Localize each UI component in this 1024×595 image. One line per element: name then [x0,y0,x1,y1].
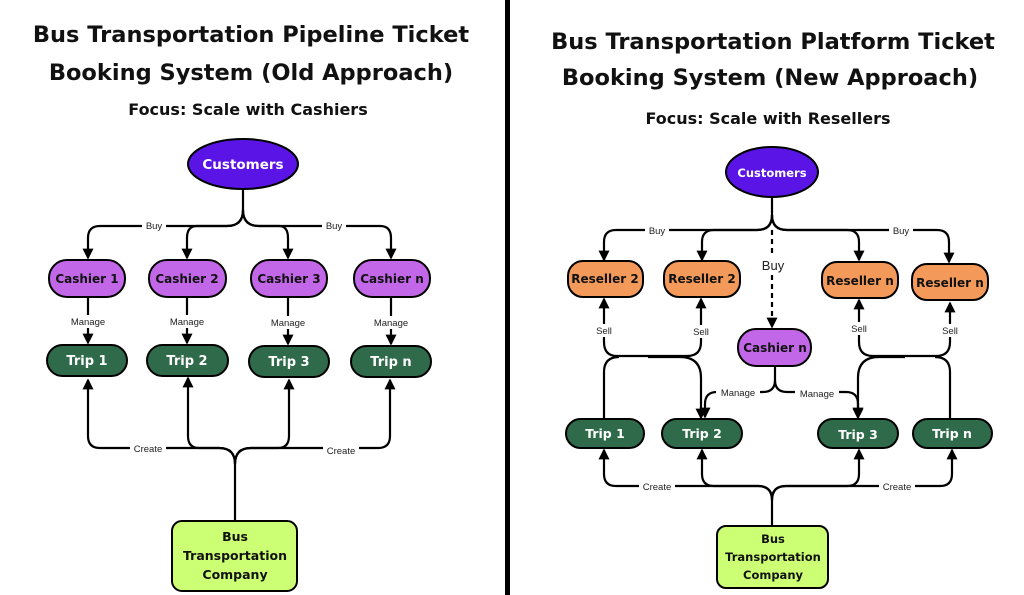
right-edge-label-buy-1: Buy [649,226,666,237]
right-trip-label-2: Trip 2 [682,426,722,441]
right-edge-label-buy-cashier: Buy [762,258,785,273]
right-edge-label-create-1: Create [643,482,672,493]
left-trip-label-4: Trip n [370,355,411,370]
left-diagram: Bus Transportation Pipeline Ticket Booki… [33,22,469,592]
left-cashier-label-1: Cashier 1 [55,272,118,286]
right-customers-label: Customers [737,166,806,180]
left-cashier-label-3: Cashier 3 [257,272,320,286]
right-reseller-node-2 [663,260,741,298]
right-reseller-node-4 [911,263,989,301]
right-customers-node [725,146,819,198]
right-company-node [716,525,829,589]
left-customers-node [187,138,299,190]
right-reseller-node-3 [821,261,899,299]
center-divider [505,0,510,595]
left-company-node [171,520,298,592]
right-company-label-1: Bus [761,532,785,546]
left-trip-label-2: Trip 2 [166,354,207,369]
right-trip-node-2 [661,418,743,449]
right-trip-node-1 [565,418,645,449]
left-title-line2: Booking System (Old Approach) [49,60,453,86]
right-edge-label-sell-4: Sell [942,326,958,337]
left-edge-label-create-1: Create [134,444,163,455]
right-edge-label-buy-2: Buy [893,226,910,237]
left-company-label-1: Bus [222,529,248,544]
right-trip-label-1: Trip 1 [585,426,625,441]
left-cashier-label-2: Cashier 2 [155,272,218,286]
right-title-line2: Booking System (New Approach) [562,65,978,91]
left-trip-node-2 [146,344,229,377]
right-reseller-label-4: Reseller n [916,276,984,290]
right-edge-label-sell-2: Sell [693,327,709,338]
left-trip-node-4 [350,345,432,378]
left-trip-label-3: Trip 3 [268,355,309,370]
right-trip-node-3 [817,418,899,449]
right-trip-label-3: Trip 3 [838,427,878,442]
right-diagram: Bus Transportation Platform Ticket Booki… [551,29,995,589]
right-reseller-label-3: Reseller n [826,274,894,288]
right-trip-node-4 [912,418,993,449]
left-trip-node-3 [248,345,330,378]
right-focus: Focus: Scale with Resellers [645,109,890,128]
left-company-label-3: Company [202,567,267,582]
left-edge-label-manage-4: Manage [374,318,408,329]
left-cashier-node-4 [353,259,431,298]
left-cashier-label-4: Cashier n [360,272,423,286]
right-edge-label-sell-1: Sell [596,326,612,337]
right-edge-label-manage-1: Manage [721,388,755,399]
left-edge-label-manage-3: Manage [271,318,305,329]
left-focus: Focus: Scale with Cashiers [128,100,367,119]
right-edge-label-create-2: Create [883,482,912,493]
right-reseller-label-1: Reseller 2 [571,272,638,286]
right-company-label-2: Transportation [725,550,821,564]
left-trip-node-1 [46,344,128,377]
left-company-label-2: Transportation [183,548,287,563]
right-company-label-3: Company [743,568,804,582]
left-edge-label-buy-1: Buy [146,221,163,232]
left-edge-label-manage-1: Manage [71,317,105,328]
left-title-line1: Bus Transportation Pipeline Ticket [33,22,469,48]
right-cashier-node [737,328,812,367]
right-title-line1: Bus Transportation Platform Ticket [551,29,995,55]
left-edge-label-create-2: Create [327,446,356,457]
left-edge-label-buy-2: Buy [326,221,343,232]
right-trip-label-4: Trip n [932,426,972,441]
left-edge-label-manage-2: Manage [170,317,204,328]
right-reseller-node-1 [567,260,644,298]
left-cashier-node-2 [148,259,227,298]
left-customers-label: Customers [202,157,283,173]
right-edge-label-sell-3: Sell [851,324,867,335]
right-edge-label-manage-2: Manage [800,389,834,400]
right-reseller-label-2: Reseller 2 [668,272,735,286]
left-trip-label-1: Trip 1 [66,354,107,369]
left-cashier-node-3 [250,259,328,298]
left-cashier-node-1 [48,259,126,298]
right-cashier-label: Cashier n [743,341,806,355]
